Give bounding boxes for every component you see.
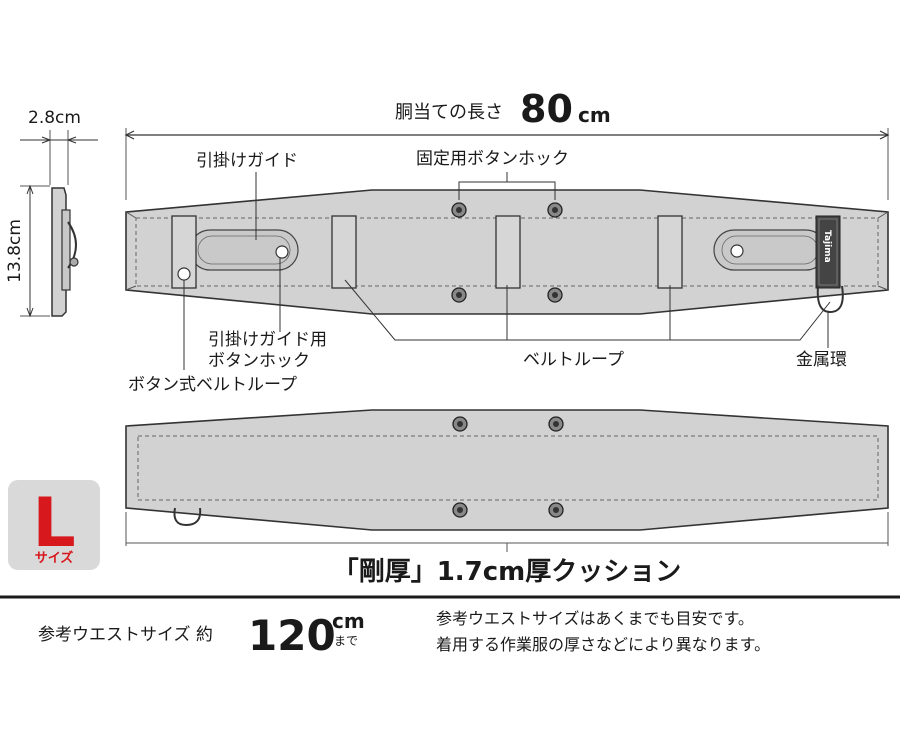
- note-line-1: 参考ウエストサイズはあくまでも目安です。: [436, 609, 754, 628]
- callout-fixed-button-hook: 固定用ボタンホック: [416, 149, 569, 169]
- callout-metal-ring: 金属環: [796, 350, 847, 370]
- callout-hook-guide: 引掛けガイド: [196, 151, 298, 171]
- footer: 参考ウエストサイズ 約 120 cm まで 参考ウエストサイズはあくまでも目安で…: [38, 609, 770, 660]
- callout-button-belt-loop: ボタン式ベルトループ: [128, 375, 297, 395]
- tajima-logo-tag: Tajima: [815, 215, 841, 289]
- waist-unit-sub: まで: [334, 634, 358, 648]
- metal-ring-icon: [816, 285, 844, 314]
- waist-label: 参考ウエストサイズ 約: [38, 625, 213, 645]
- length-dimension: 胴当ての長さ 80 cm: [124, 87, 890, 200]
- button-hooks-back: [452, 416, 564, 518]
- callout-hook-guide-button-2: ボタンホック: [208, 351, 310, 371]
- note-line-2: 着用する作業服の厚さなどにより異なります。: [436, 635, 770, 654]
- hook-guide-right: [713, 229, 827, 271]
- callout-hook-guide-button-1: 引掛けガイド用: [208, 330, 327, 350]
- cushion-caption: 「剛厚」1.7cm厚クッション: [333, 556, 682, 587]
- metal-ring-back-icon: [173, 507, 202, 527]
- belt-pad-back: [125, 409, 889, 531]
- length-unit: cm: [578, 103, 611, 127]
- size-badge: L サイズ: [8, 480, 100, 570]
- waist-unit: cm: [332, 609, 365, 633]
- logo-text: Tajima: [822, 230, 832, 263]
- waist-value: 120: [248, 611, 336, 660]
- size-label: サイズ: [35, 550, 74, 566]
- hook-guide-left: [189, 229, 299, 271]
- length-value: 80: [520, 87, 573, 131]
- side-width-label: 2.8cm: [28, 108, 81, 128]
- callout-belt-loop: ベルトループ: [523, 350, 624, 370]
- thickness-dimension: [125, 512, 889, 552]
- belt-pad-front: Tajima: [125, 189, 889, 315]
- button-hooks: [451, 202, 563, 303]
- belt-loops: [171, 215, 683, 289]
- side-view: 2.8cm 13.8cm: [5, 108, 98, 318]
- length-label: 胴当ての長さ: [395, 102, 503, 123]
- side-height-label: 13.8cm: [5, 219, 25, 283]
- size-letter: L: [32, 484, 75, 563]
- callout-lines: [183, 172, 831, 370]
